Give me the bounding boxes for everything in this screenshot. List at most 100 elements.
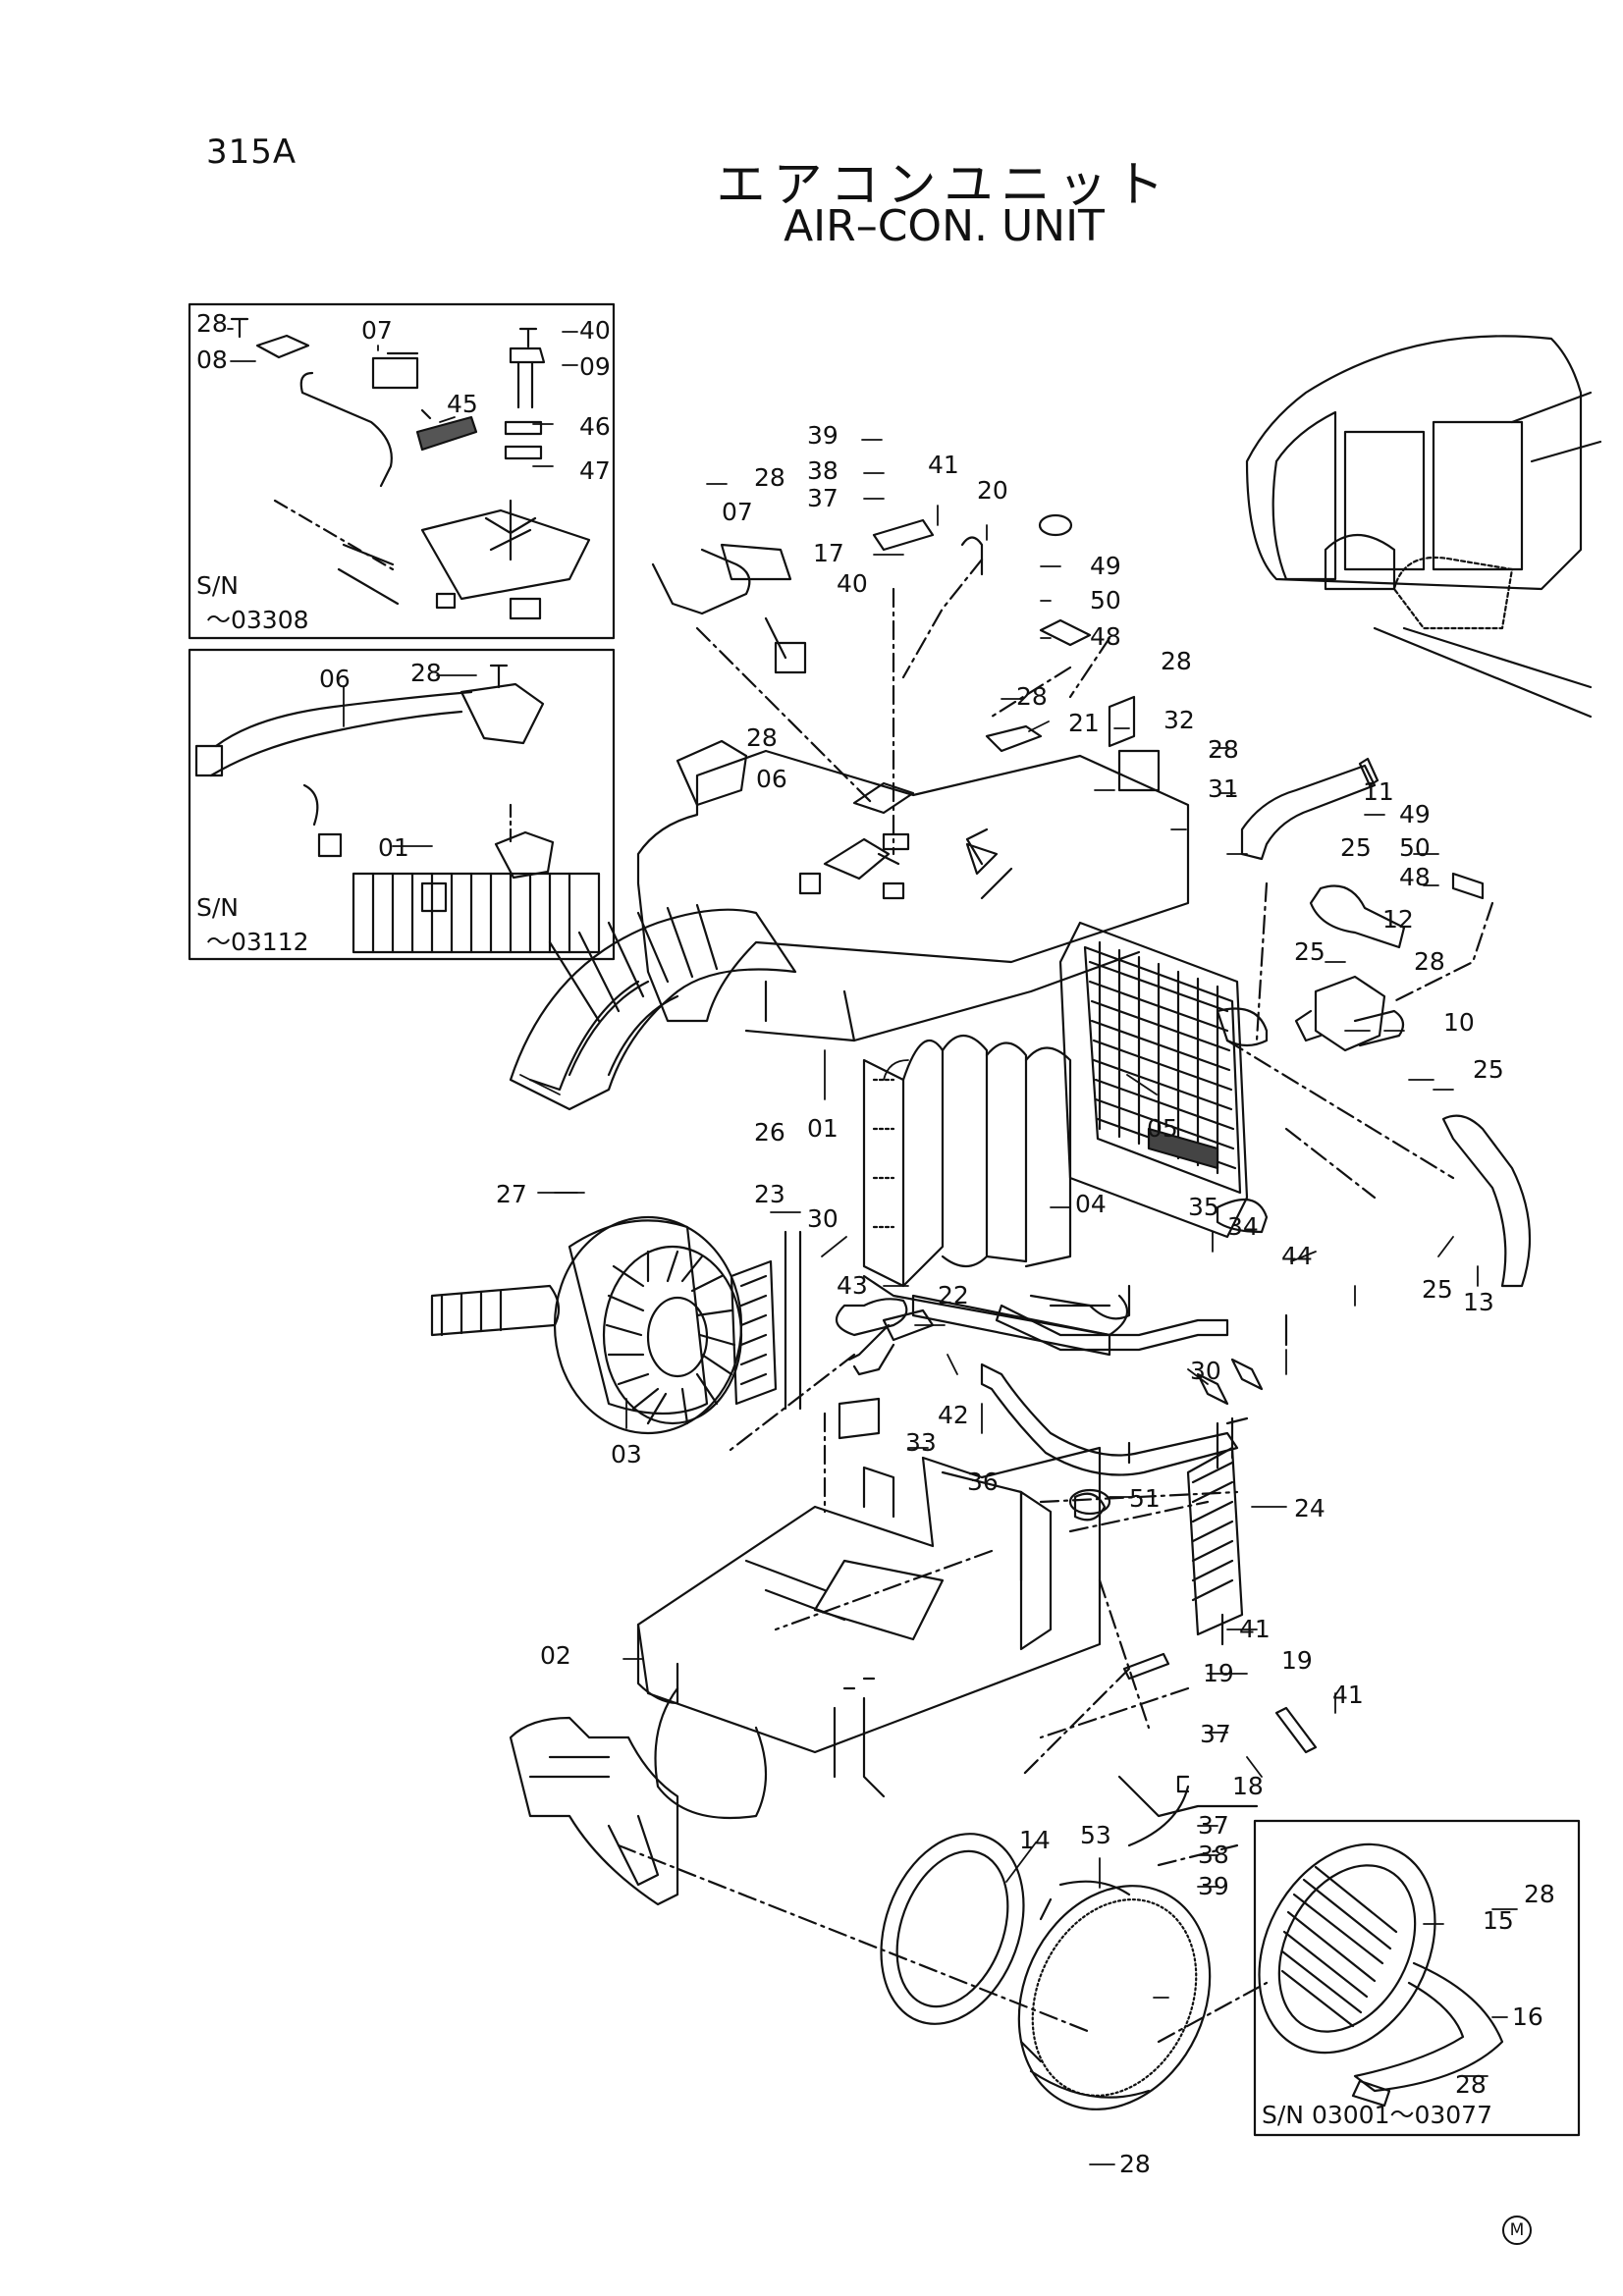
lower-case-02	[509, 1446, 1102, 1906]
callout: 28	[1016, 682, 1048, 711]
inset2-drawing	[194, 664, 601, 954]
callout: 41	[928, 451, 959, 479]
callout: 11	[1363, 777, 1394, 806]
callout: 16	[1512, 2002, 1543, 2031]
callout: 20	[977, 476, 1008, 505]
callout: 44	[1281, 1242, 1313, 1270]
page-code: 315A	[206, 133, 298, 172]
hose-12	[1309, 884, 1406, 949]
callout: 18	[1232, 1772, 1264, 1800]
callout: 37	[807, 484, 839, 512]
callout: 04	[1075, 1190, 1107, 1218]
callout: 28	[1119, 2150, 1151, 2178]
callout: 30	[1190, 1357, 1221, 1385]
pipe-evap-out	[995, 1304, 1229, 1352]
callout: 21	[1068, 709, 1100, 737]
callout: 07	[722, 498, 753, 526]
upper-case-01	[509, 749, 1190, 1111]
callout: 01	[378, 833, 409, 862]
callout: 27	[496, 1180, 527, 1208]
callout: 28	[1524, 1880, 1555, 1908]
callout: 19	[1203, 1659, 1234, 1687]
inset3-drawing	[1258, 1842, 1504, 2108]
revision-mark: M	[1502, 2216, 1532, 2245]
callout: 39	[1198, 1872, 1229, 1900]
callout-labels: 28 08 07 40 09 45 46 47 06 28 01 39 38 3…	[196, 309, 1555, 2178]
callout: 02	[540, 1641, 571, 1670]
callout: 26	[754, 1118, 785, 1147]
inset3-sn-range: S/N 03001～03077	[1262, 2101, 1492, 2129]
inset1-sn-label: S/N	[196, 571, 239, 600]
callout: 33	[905, 1428, 937, 1457]
callout: 45	[447, 390, 478, 418]
callout: 28	[196, 309, 228, 338]
callout: 50	[1090, 586, 1121, 614]
callout: 49	[1399, 800, 1431, 828]
duct-53	[1017, 1880, 1212, 2110]
callout: 51	[1129, 1484, 1161, 1513]
callout: 12	[1382, 905, 1414, 934]
callout: 42	[938, 1401, 969, 1429]
callout: 43	[837, 1271, 868, 1300]
callout: 48	[1090, 622, 1121, 651]
assembly-lines	[617, 558, 1494, 2044]
callout: 37	[1198, 1811, 1229, 1840]
callout: 22	[938, 1281, 969, 1309]
callout: 37	[1200, 1720, 1231, 1748]
inset-box-2	[188, 648, 616, 961]
callout: 25	[1340, 833, 1372, 862]
callout: 05	[1147, 1114, 1178, 1143]
callout: 17	[813, 539, 844, 567]
heater-core-05	[1058, 921, 1269, 1239]
callout: 41	[1332, 1681, 1364, 1709]
inset2-sn-label: S/N	[196, 893, 239, 922]
callout: 31	[1208, 774, 1239, 803]
callout: 40	[837, 569, 868, 598]
small-parts	[651, 513, 1485, 1847]
leader-lines	[227, 328, 1518, 2165]
cab-sketch	[1245, 335, 1602, 719]
callout: 06	[756, 765, 787, 793]
callout: 23	[754, 1180, 785, 1208]
callout: 28	[1208, 735, 1239, 764]
callout: 39	[807, 421, 839, 450]
callout: 49	[1090, 552, 1121, 580]
inset1-drawing	[230, 317, 591, 620]
callout: 07	[361, 316, 393, 345]
ring-14	[880, 1833, 1025, 2025]
callout: 13	[1463, 1288, 1494, 1316]
filter-24	[1186, 1416, 1244, 1646]
callout: 10	[1443, 1008, 1475, 1037]
callout: 41	[1239, 1615, 1271, 1643]
callout: 09	[579, 352, 611, 381]
callout: 14	[1019, 1826, 1051, 1854]
callout: 53	[1080, 1821, 1111, 1849]
callout: 38	[807, 456, 839, 485]
callout: 35	[1188, 1193, 1219, 1221]
callout: 36	[967, 1468, 999, 1496]
callout: 40	[579, 316, 611, 345]
callout: 01	[807, 1114, 839, 1143]
callout: 19	[1281, 1646, 1313, 1675]
callout: 25	[1473, 1055, 1504, 1084]
pipe-36	[980, 1362, 1249, 1476]
hose-11	[1240, 757, 1380, 861]
filter-23	[730, 1230, 802, 1411]
title-japanese: エアコンユニット	[716, 156, 1172, 213]
callout: 15	[1483, 1906, 1514, 1935]
callout: 28	[746, 723, 778, 752]
blower-03	[430, 1215, 743, 1435]
callout: 28	[410, 659, 442, 687]
inset1-sn-range: ～03308	[206, 606, 309, 634]
callout: 25	[1422, 1275, 1453, 1304]
callout: 30	[807, 1204, 839, 1233]
inset-box-3	[1253, 1819, 1581, 2137]
callout: 47	[579, 456, 611, 485]
callout: 38	[1198, 1841, 1229, 1869]
callout: 48	[1399, 863, 1431, 891]
callout: 08	[196, 346, 228, 374]
callout: 03	[611, 1440, 642, 1468]
callout: 28	[754, 463, 785, 492]
callout: 32	[1163, 706, 1195, 734]
callout: 06	[319, 665, 351, 693]
